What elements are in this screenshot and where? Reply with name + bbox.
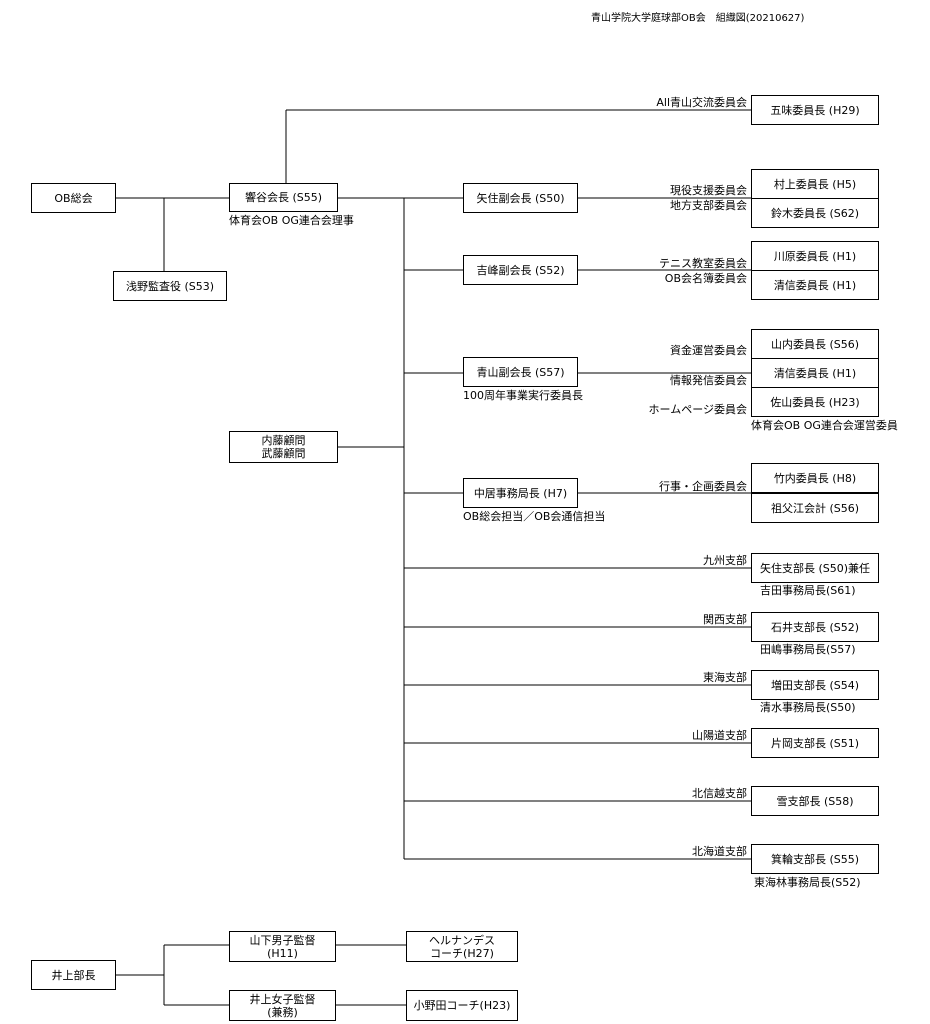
committee-finance: 資金運営委員会 [670, 344, 747, 357]
chair-gomi-label: 五味委員長 (H29) [770, 103, 860, 117]
secretary-general-label: 中居事務局長 (H7) [473, 486, 568, 500]
chair-takeuchi-box: 竹内委員長 (H8) [751, 463, 879, 493]
hernandez-coach-name: ヘルナンデス [429, 933, 495, 947]
branch-kyushu-head-label: 矢住支部長 (S50)兼任 [759, 561, 871, 575]
chair-yamauchi-label: 山内委員長 (S56) [770, 337, 860, 351]
branch-hokushinetsu-label: 北信越支部 [692, 787, 747, 800]
vp-yazumi-box: 矢住副会長 (S50) [463, 183, 578, 213]
onoda-coach-box: 小野田コーチ(H23) [406, 990, 518, 1021]
ob-general-meeting-box: OB総会 [31, 183, 116, 213]
branch-sanyo-head-box: 片岡支部長 (S51) [751, 728, 879, 758]
page-title: 青山学院大学庭球部OB会 組織図(20210627) [591, 13, 805, 24]
branch-tokai-head-box: 増田支部長 (S54) [751, 670, 879, 700]
branch-hokushinetsu-head-box: 雪支部長 (S58) [751, 786, 879, 816]
chair-gomi-box: 五味委員長 (H29) [751, 95, 879, 125]
committee-tennis-school: テニス教室委員会 [659, 257, 747, 270]
chair-murakami-box: 村上委員長 (H5) [751, 169, 879, 199]
advisor-muto: 武藤顧問 [261, 447, 306, 460]
chair-sayama-box: 佐山委員長 (H23) [751, 387, 879, 417]
ob-general-meeting-label: OB総会 [54, 191, 93, 205]
chair-takeuchi-label: 竹内委員長 (H8) [773, 471, 857, 485]
branch-tokai-secretary: 清水事務局長(S50) [760, 701, 856, 714]
president-box: 響谷会長 (S55) [229, 183, 338, 212]
womens-coach-box: 井上女子監督 (兼務) [229, 990, 336, 1021]
chair-suzuki-label: 鈴木委員長 (S62) [770, 206, 860, 220]
branch-sanyo-head-label: 片岡支部長 (S51) [770, 736, 860, 750]
onoda-coach-label: 小野田コーチ(H23) [413, 999, 511, 1012]
branch-kyushu-head-box: 矢住支部長 (S50)兼任 [751, 553, 879, 583]
chair-sayama-label: 佐山委員長 (H23) [770, 395, 860, 409]
secretary-general-note: OB総会担当／OB会通信担当 [463, 510, 606, 523]
vp-aoyama-box: 青山副会長 (S57) [463, 357, 578, 387]
committee-homepage: ホームページ委員会 [648, 403, 747, 416]
club-director-box: 井上部長 [31, 960, 116, 990]
branch-kansai-head-box: 石井支部長 (S52) [751, 612, 879, 642]
mens-coach-name: 山下男子監督 [249, 933, 316, 947]
branch-kansai-label: 関西支部 [703, 613, 747, 626]
chair-kiyonobu-1-label: 清信委員長 (H1) [773, 278, 857, 292]
mens-coach-box: 山下男子監督 (H11) [229, 931, 336, 962]
chair-kawahara-label: 川原委員長 (H1) [773, 249, 857, 263]
vp-yazumi-label: 矢住副会長 (S50) [476, 191, 565, 205]
chair-kiyonobu-1-box: 清信委員長 (H1) [751, 270, 879, 300]
branch-hokkaido-label: 北海道支部 [692, 845, 747, 858]
chair-kiyonobu-2-box: 清信委員長 (H1) [751, 358, 879, 388]
auditor-box: 浅野監査役 (S53) [113, 271, 227, 301]
hernandez-coach-box: ヘルナンデス コーチ(H27) [406, 931, 518, 962]
committee-events: 行事・企画委員会 [659, 480, 747, 493]
advisors-box: 内藤顧問 武藤顧問 [229, 431, 338, 463]
hernandez-coach-year: コーチ(H27) [430, 946, 494, 960]
club-director-label: 井上部長 [51, 968, 96, 982]
committee-all-aoyama: All青山交流委員会 [656, 96, 747, 109]
committee-info: 情報発信委員会 [670, 374, 747, 387]
vp-yoshimine-box: 吉峰副会長 (S52) [463, 255, 578, 285]
chair-sayama-note: 体育会OB OG連合会運営委員 [751, 419, 898, 432]
chair-kiyonobu-2-label: 清信委員長 (H1) [773, 366, 857, 380]
vp-yoshimine-label: 吉峰副会長 (S52) [476, 263, 565, 277]
womens-coach-year: (兼務) [267, 1005, 298, 1019]
branch-sanyo-label: 山陽道支部 [692, 729, 747, 742]
womens-coach-name: 井上女子監督 [249, 992, 316, 1006]
accountant-sobue-label: 祖父江会計 (S56) [770, 501, 860, 515]
branch-tokai-head-label: 増田支部長 (S54) [770, 678, 860, 692]
branch-hokushinetsu-head-label: 雪支部長 (S58) [776, 794, 854, 808]
branch-hokkaido-secretary: 東海林事務局長(S52) [754, 876, 861, 889]
committee-chiho: 地方支部委員会 [670, 199, 747, 212]
auditor-label: 浅野監査役 (S53) [125, 279, 215, 293]
vp-aoyama-label: 青山副会長 (S57) [476, 365, 565, 379]
accountant-sobue-box: 祖父江会計 (S56) [751, 493, 879, 523]
branch-hokkaido-head-box: 箕輪支部長 (S55) [751, 844, 879, 874]
branch-kyushu-label: 九州支部 [703, 554, 747, 567]
advisor-naito: 内藤顧問 [261, 434, 306, 447]
chair-kawahara-box: 川原委員長 (H1) [751, 241, 879, 271]
chair-murakami-label: 村上委員長 (H5) [773, 177, 857, 191]
branch-kansai-head-label: 石井支部長 (S52) [770, 620, 860, 634]
branch-kansai-secretary: 田嶋事務局長(S57) [760, 643, 856, 656]
president-label: 響谷会長 (S55) [244, 191, 323, 204]
vp-aoyama-note: 100周年事業実行委員長 [463, 389, 583, 402]
mens-coach-year: (H11) [267, 946, 298, 960]
branch-hokkaido-head-label: 箕輪支部長 (S55) [770, 852, 860, 866]
branch-tokai-label: 東海支部 [703, 671, 747, 684]
committee-genyaku: 現役支援委員会 [670, 184, 747, 197]
committee-ob-directory: OB会名簿委員会 [664, 272, 747, 285]
secretary-general-box: 中居事務局長 (H7) [463, 478, 578, 508]
chair-suzuki-box: 鈴木委員長 (S62) [751, 198, 879, 228]
president-note: 体育会OB OG連合会理事 [229, 214, 354, 227]
branch-kyushu-secretary: 吉田事務局長(S61) [760, 584, 856, 597]
chair-yamauchi-box: 山内委員長 (S56) [751, 329, 879, 359]
